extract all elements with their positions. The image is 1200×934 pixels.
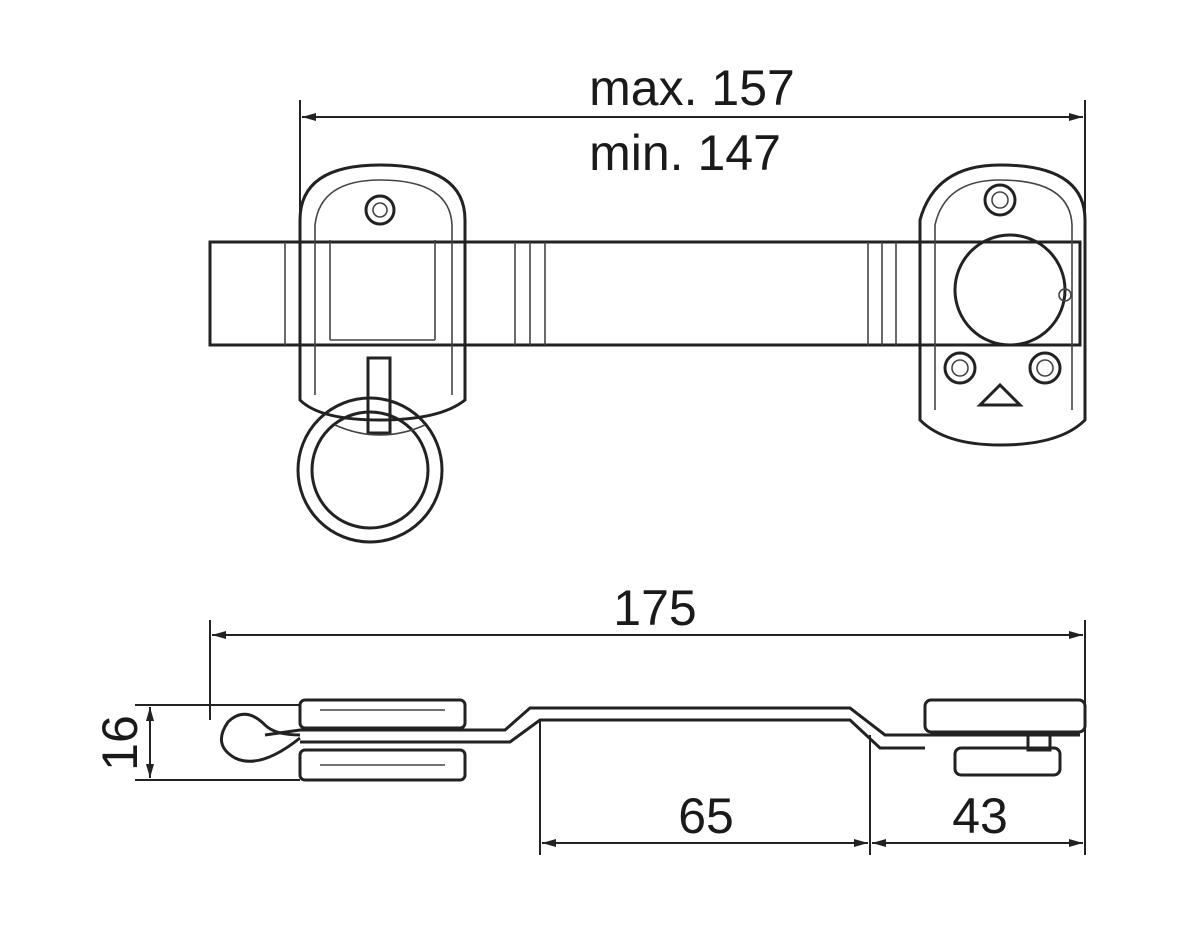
overall-length-label: 175 (613, 580, 696, 636)
dimension-min-label: min. 147 (589, 125, 781, 181)
latch-side-view (219, 698, 1087, 782)
end-length-label: 43 (952, 788, 1008, 844)
dimension-overall-length: 175 (209, 580, 1086, 855)
height-label: 16 (92, 715, 148, 771)
dimension-max-label: max. 157 (589, 60, 795, 116)
dimension-height: 16 (92, 704, 300, 781)
latch-top-view (208, 163, 1087, 544)
dimension-max-min: max. 157 min. 147 (299, 60, 1086, 240)
dimension-offset-lengths: 65 43 (539, 720, 1083, 855)
offset-length-label: 65 (678, 788, 734, 844)
